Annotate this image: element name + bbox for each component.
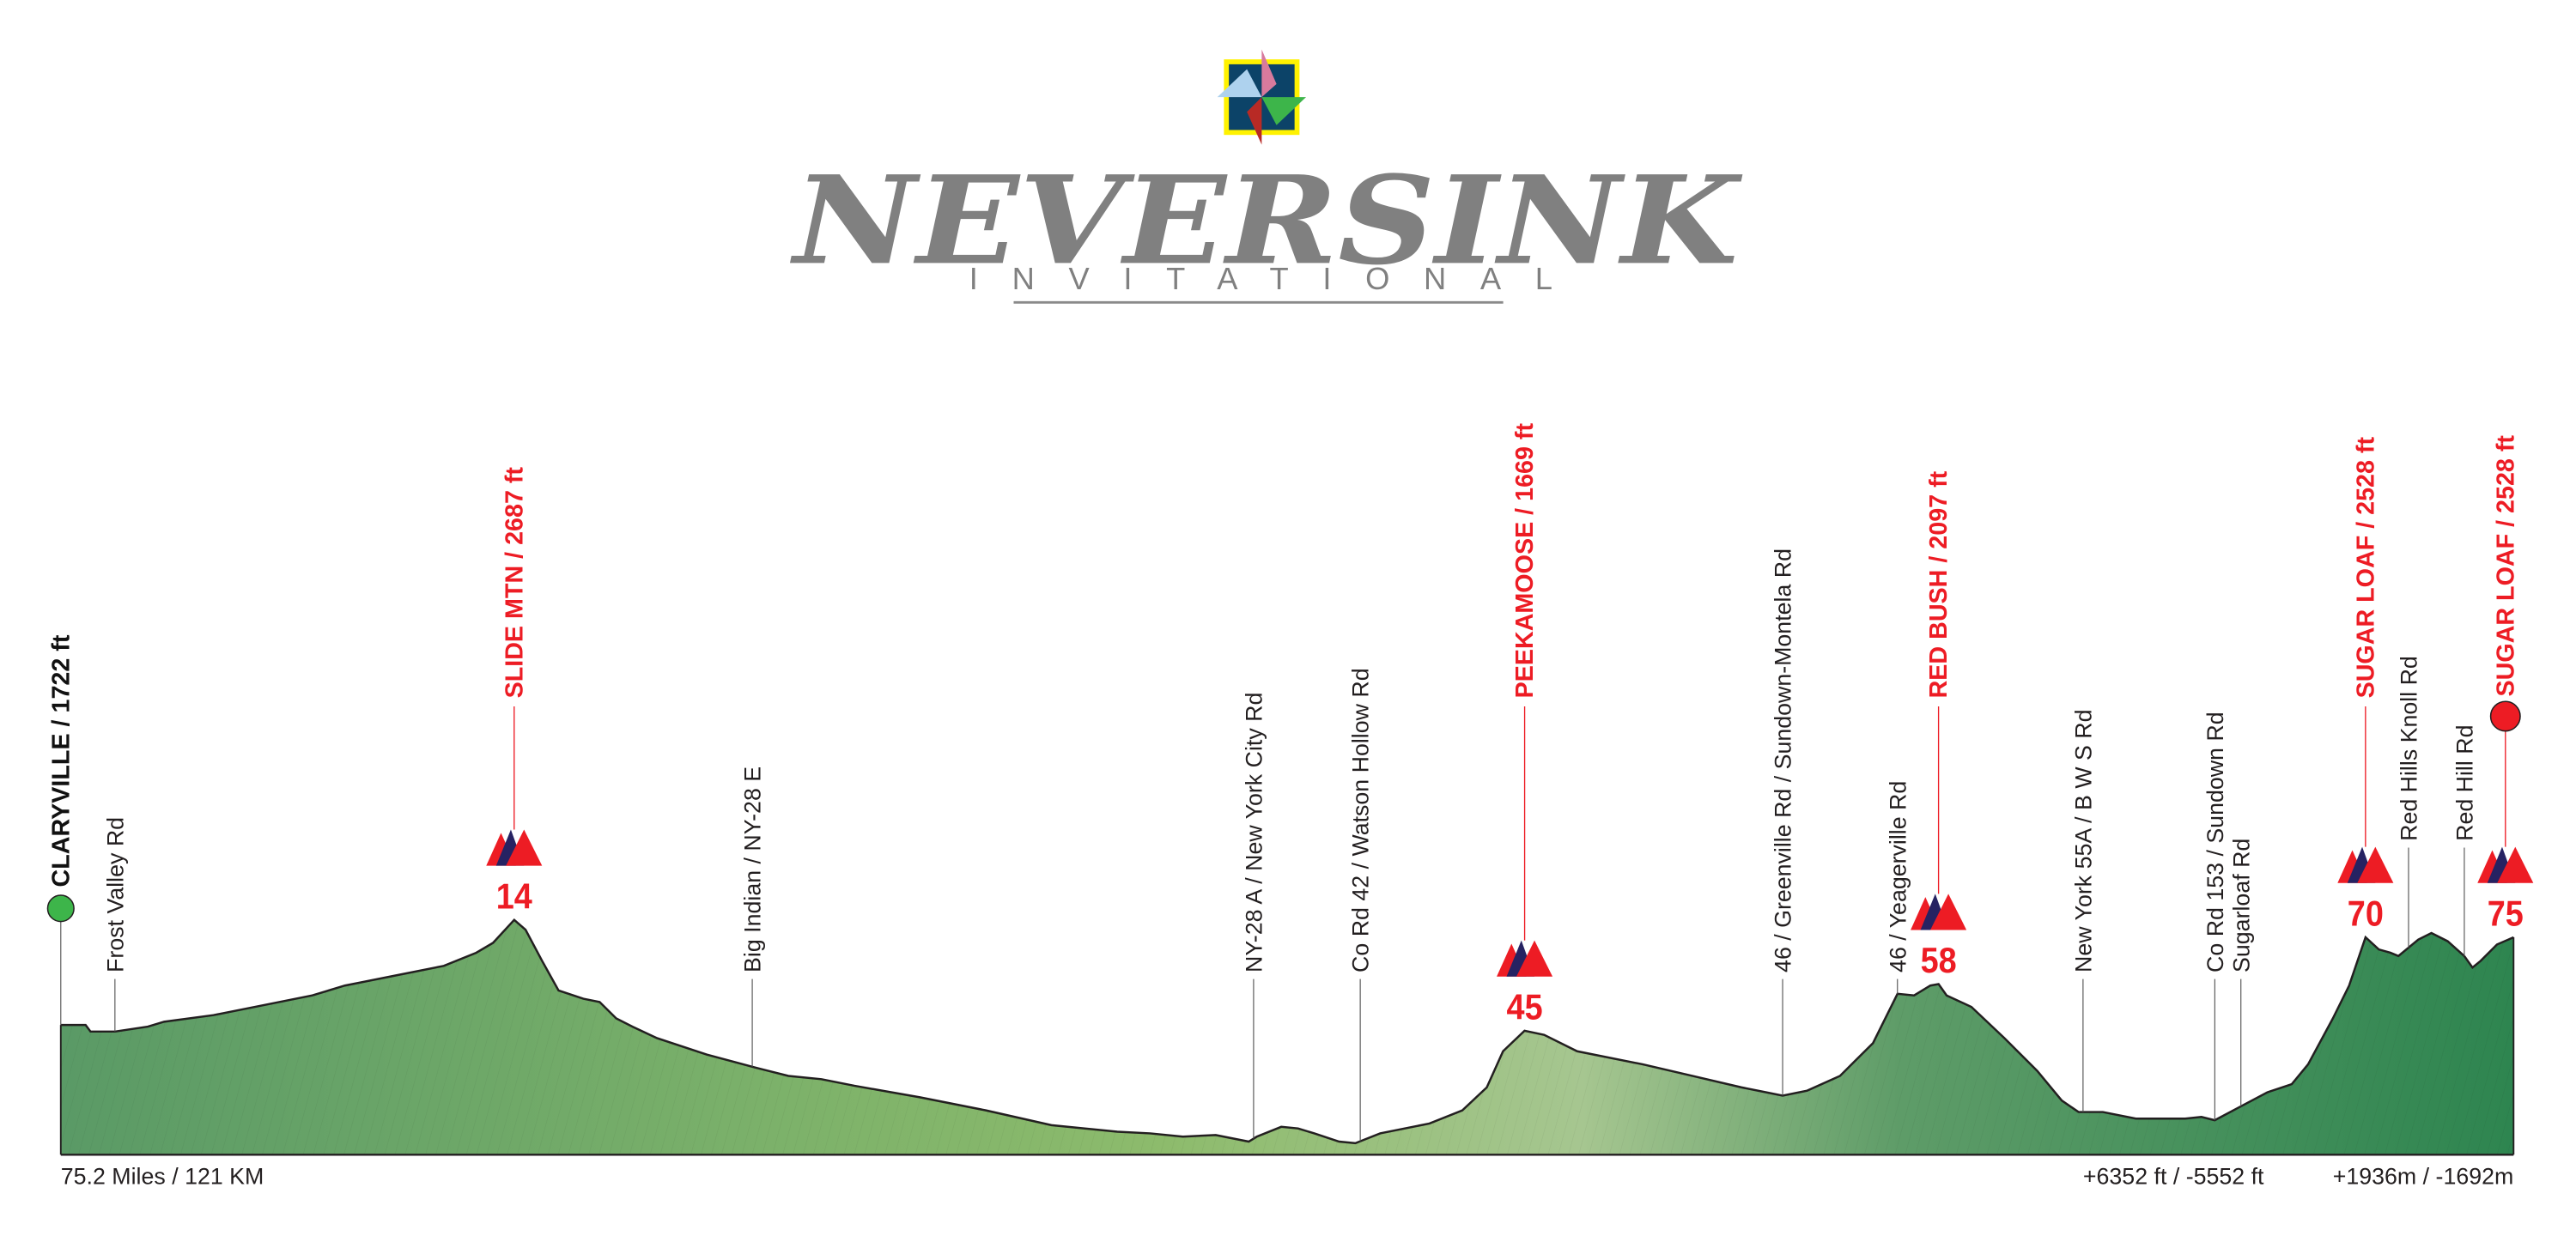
road-label: New York 55A / B W S Rd	[2070, 709, 2096, 972]
start-circle-icon	[46, 894, 75, 923]
road-label: 46 / Greenville Rd / Sundown-Montela Rd	[1771, 548, 1796, 972]
elevation-gain-ft: +6352 ft / -5552 ft	[2083, 1164, 2264, 1190]
road-label: Frost Valley Rd	[102, 817, 128, 972]
logo-emblem-icon	[1217, 49, 1307, 145]
mountain-icon-right	[1930, 894, 1967, 930]
mountain-icon-right	[506, 829, 543, 866]
climb-label: PEEKAMOOSE / 1669 ft	[1511, 423, 1539, 699]
climb-mile-marker: 14	[496, 875, 533, 916]
road-label: Red Hill Rd	[2452, 725, 2478, 841]
road-label: Co Rd 153 / Sundown Rd	[2202, 712, 2228, 972]
road-label: Red Hills Knoll Rd	[2397, 656, 2422, 841]
elevation-profile-line	[60, 918, 2514, 1145]
mountain-icon-right	[1516, 940, 1553, 977]
elevation-chart: CLARYVILLE / 1722 ft Frost Valley Rd Big I…	[46, 423, 2534, 1156]
road-label: Co Rd 42 / Watson Hollow Rd	[1348, 668, 1374, 972]
logo: NEVERSINK INVITATIONAL	[790, 49, 1743, 304]
road-label: Big Indian / NY-28 E	[740, 766, 766, 972]
elevation-hatch	[60, 919, 2514, 1155]
road-label: 46 / Yeagerville Rd	[1885, 781, 1911, 972]
climb-label: SUGAR LOAF / 2528 ft	[2352, 437, 2379, 699]
road-label: Sugarloaf Rd	[2228, 839, 2254, 972]
start-label: CLARYVILLE / 1722 ft	[47, 634, 75, 887]
climb-mile-marker: 70	[2348, 894, 2384, 934]
road-label: NY-28 A / New York City Rd	[1241, 693, 1267, 972]
climb-mile-marker: 58	[1921, 940, 1957, 980]
climb-label: RED BUSH / 2097 ft	[1925, 470, 1953, 698]
total-distance: 75.2 Miles / 121 KM	[61, 1164, 264, 1190]
climb-mile-marker: 45	[1507, 986, 1543, 1027]
climb-label: SLIDE MTN / 2687 ft	[501, 467, 528, 699]
mountain-icon-right	[2357, 846, 2394, 883]
finish-circle-icon	[2489, 700, 2521, 732]
logo-title: NEVERSINK	[790, 149, 1743, 292]
elevation-gain-m: +1936m / -1692m	[2333, 1164, 2514, 1190]
climb-label: SUGAR LOAF / 2528 ft	[2492, 435, 2519, 697]
mountain-icon-right	[2497, 846, 2534, 883]
climb-mile-marker: 75	[2488, 894, 2524, 934]
